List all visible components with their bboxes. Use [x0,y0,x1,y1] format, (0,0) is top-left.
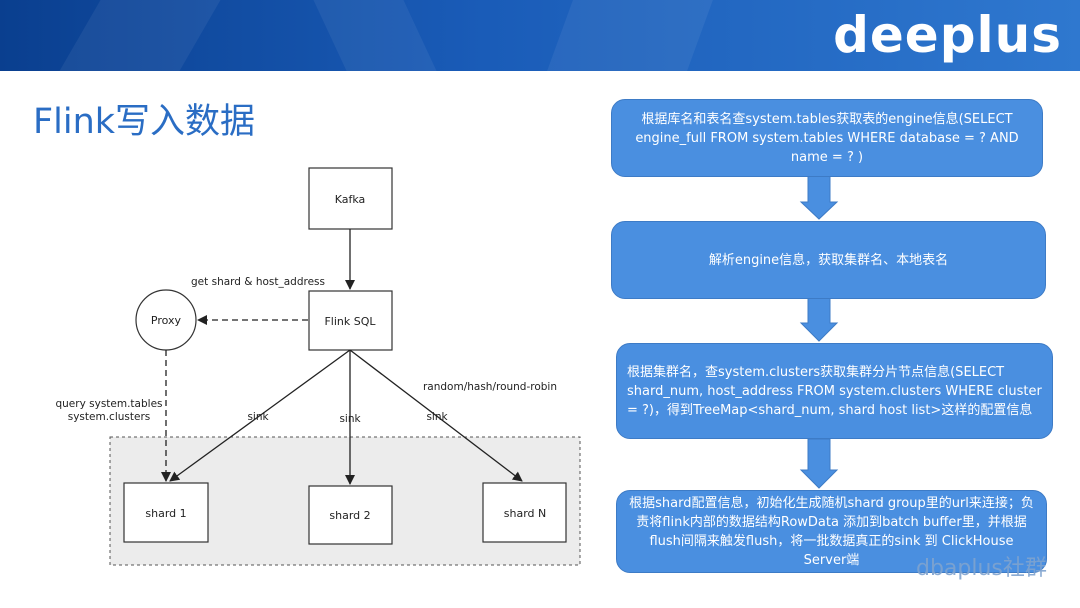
header-banner: deeplus [0,0,1080,71]
shard-1-node [123,482,209,543]
routing-strategy-label: random/hash/round-robin [423,381,557,393]
flow-arrow-3 [799,438,839,489]
flow-step-sink-clickhouse: 根据shard配置信息，初始化生成随机shard group里的url来连接；负… [616,490,1047,573]
flink-to-shard1-arrow [169,349,351,482]
flow-step-query-engine: 根据库名和表名查system.tables获取表的engine信息(SELECT… [611,99,1043,177]
flow-arrow-2 [799,297,839,342]
slide-title: Flink写入数据 [33,102,256,142]
proxy-label: Proxy [151,314,182,327]
deeplus-logo: deeplus [833,6,1062,64]
kafka-label: Kafka [335,193,366,206]
shard-2-label: shard 2 [329,509,370,522]
shard-1-label: shard 1 [145,507,186,520]
flow-step-query-clusters: 根据集群名，查system.clusters获取集群分片节点信息(SELECT … [616,343,1053,439]
shard-2-node [308,485,393,545]
query-label-line2: system.clusters [68,411,150,423]
watermark: dbaplus社群 [916,556,1047,581]
query-label-line1: query system.tables [55,398,162,410]
flink-sql-label: Flink SQL [324,315,376,328]
sink-label-2: sink [339,413,361,425]
kafka-node [308,167,393,230]
sink-label-1: sink [247,411,269,423]
sink-label-3: sink [426,411,448,423]
get-shard-label: get shard & host_address [191,276,325,288]
flink-to-shardn-arrow [349,349,523,482]
shard-n-node [482,482,567,543]
flow-step-parse-engine: 解析engine信息，获取集群名、本地表名 [611,221,1046,299]
shard-n-label: shard N [504,507,546,520]
flow-arrow-1 [799,175,839,220]
